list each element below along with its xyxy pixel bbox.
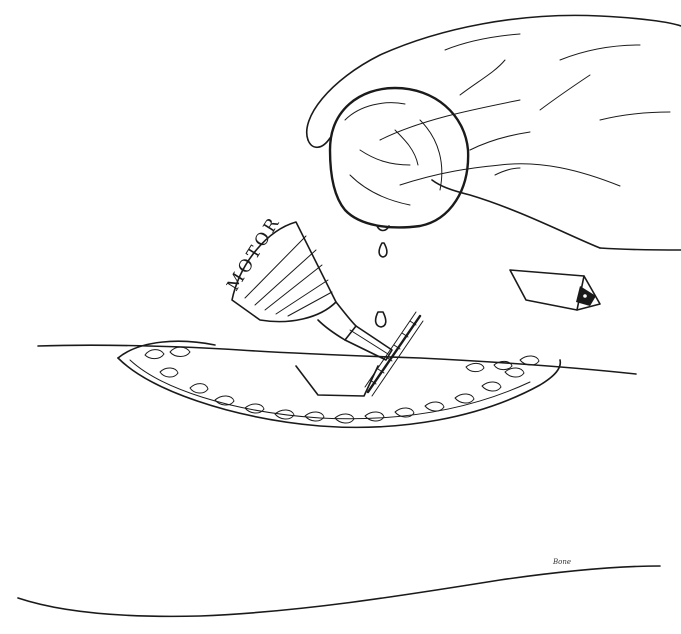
bone-graft-wedge (510, 270, 600, 310)
rubber-bulb (330, 88, 468, 327)
bone-trough (118, 341, 560, 427)
graft-highlight (583, 294, 587, 298)
hand-drawing (307, 15, 681, 250)
artist-signature: Bone (552, 558, 571, 566)
surface-line (38, 345, 636, 374)
lower-contour-line (18, 566, 660, 616)
motor-label: MOTOR (223, 212, 285, 294)
